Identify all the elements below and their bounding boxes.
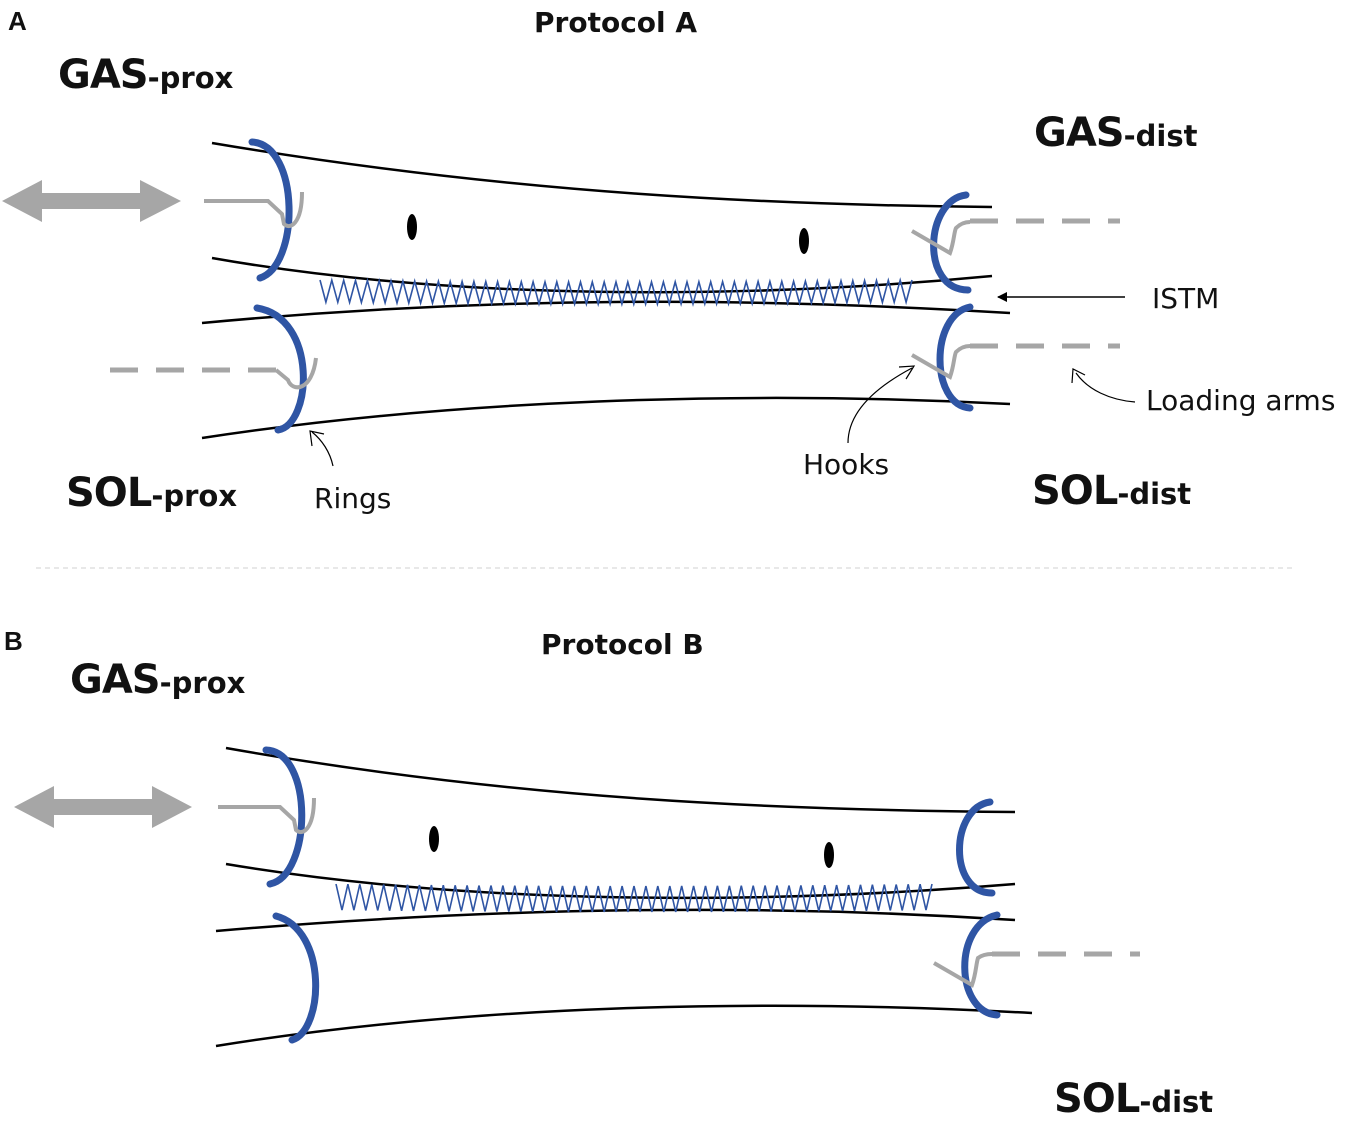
loading-arms-pointer bbox=[1075, 372, 1136, 403]
gas-upper-edge bbox=[211, 141, 993, 209]
marker-dot bbox=[799, 228, 809, 254]
hooks-pointer bbox=[847, 367, 913, 444]
hooks-pointer-head bbox=[898, 365, 916, 380]
loading-arms-pointer-head bbox=[1071, 368, 1086, 384]
istm-label: ISTM bbox=[1152, 282, 1220, 315]
gas-upper-edge bbox=[225, 746, 1016, 814]
sol-upper-edge bbox=[215, 908, 1016, 933]
muscle-name: GAS bbox=[70, 657, 161, 703]
panel-a-diagram bbox=[2, 138, 1136, 467]
muscle-suffix: -dist bbox=[1123, 119, 1198, 153]
muscle-suffix: -prox bbox=[159, 666, 246, 700]
sol-upper-edge bbox=[201, 300, 1011, 325]
double-arrow-b bbox=[14, 786, 192, 828]
muscle-suffix: -prox bbox=[151, 479, 238, 513]
istm-wave bbox=[335, 883, 933, 913]
loading-arms-label: Loading arms bbox=[1146, 384, 1336, 417]
panel-b-diagram bbox=[14, 746, 1140, 1048]
panel-letter-b: B bbox=[4, 626, 23, 656]
rings-pointer bbox=[311, 431, 334, 467]
muscle-suffix: -dist bbox=[1139, 1085, 1214, 1119]
panel-letter-a: A bbox=[8, 6, 27, 36]
gas-dist-label: GAS-dist bbox=[1034, 110, 1197, 156]
rings-pointer-head bbox=[309, 430, 325, 447]
muscle-name: GAS bbox=[58, 52, 149, 98]
ring-sol-prox bbox=[272, 912, 320, 1044]
ring-gas-dist bbox=[930, 191, 972, 294]
muscle-suffix: -dist bbox=[1117, 477, 1192, 511]
ring-gas-prox bbox=[262, 746, 306, 888]
rings-label: Rings bbox=[314, 482, 392, 515]
muscle-name: SOL bbox=[66, 470, 152, 516]
istm-wave bbox=[319, 277, 913, 308]
marker-dot bbox=[429, 826, 439, 852]
hook-sol-dist bbox=[932, 952, 993, 988]
sol-dist-label: SOL-dist bbox=[1054, 1076, 1213, 1122]
panel-b-title: Protocol B bbox=[541, 628, 704, 661]
muscle-name: GAS bbox=[1034, 110, 1125, 156]
ring-sol-dist bbox=[936, 303, 974, 412]
sol-dist-label: SOL-dist bbox=[1032, 468, 1191, 514]
double-arrow-a bbox=[2, 180, 181, 222]
ring-sol-prox bbox=[253, 304, 307, 434]
gas-lower-edge bbox=[211, 256, 993, 294]
muscle-suffix: -prox bbox=[147, 61, 234, 95]
sol-lower-edge bbox=[215, 1004, 1033, 1048]
ring-gas-prox bbox=[248, 138, 293, 282]
hook-gas-prox bbox=[204, 191, 304, 229]
gas-prox-label: GAS-prox bbox=[58, 52, 233, 98]
ring-sol-dist bbox=[961, 911, 1001, 1019]
hook-sol-dist bbox=[910, 344, 971, 380]
sol-lower-edge bbox=[201, 396, 1011, 440]
marker-dot bbox=[824, 842, 834, 868]
sol-prox-label: SOL-prox bbox=[66, 470, 237, 516]
hook-sol-prox bbox=[274, 357, 318, 390]
panel-a-title: Protocol A bbox=[534, 6, 698, 39]
hook-gas-prox bbox=[218, 797, 316, 835]
muscle-name: SOL bbox=[1032, 468, 1118, 514]
gas-lower-edge bbox=[225, 862, 1016, 900]
hook-gas-dist bbox=[910, 220, 971, 256]
ring-gas-dist bbox=[956, 798, 996, 897]
muscle-name: SOL bbox=[1054, 1076, 1140, 1122]
gas-prox-label: GAS-prox bbox=[70, 657, 245, 703]
hooks-label: Hooks bbox=[803, 448, 890, 481]
marker-dot bbox=[407, 214, 417, 240]
